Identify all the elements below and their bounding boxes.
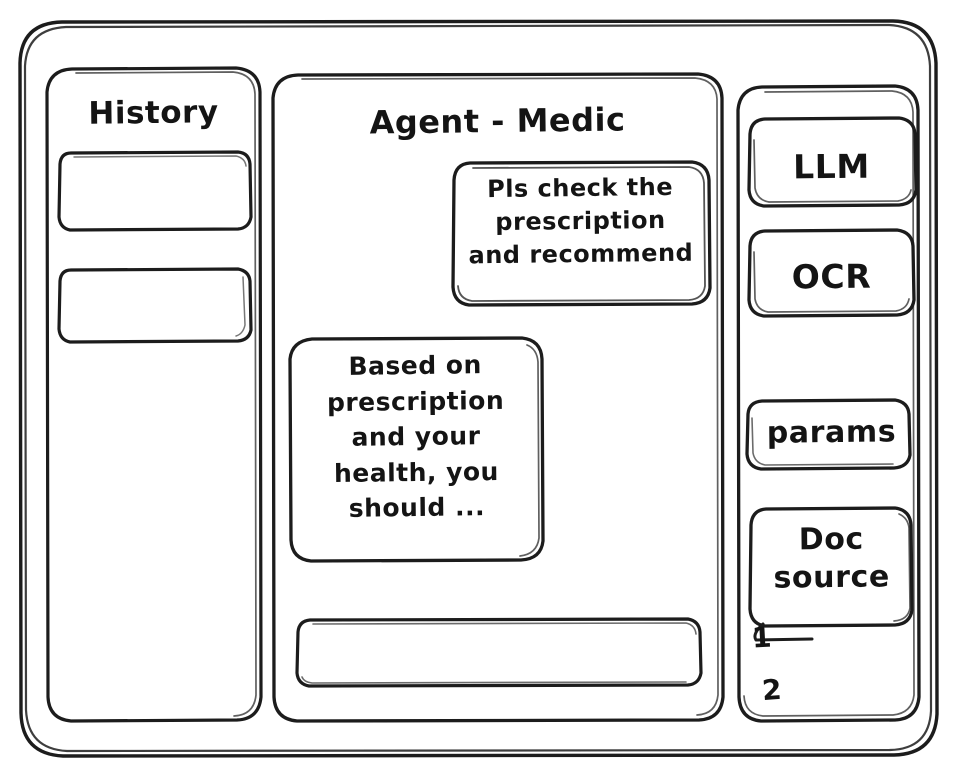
- doc-source-list-item[interactable]: 2: [760, 672, 783, 708]
- message-composer-input[interactable]: [297, 619, 700, 686]
- tool-button-llm-label: LLM: [792, 146, 871, 187]
- history-item[interactable]: [60, 269, 248, 341]
- user-message-text: Pls check the prescription and recommend: [468, 172, 694, 270]
- tool-button-params-label: params: [766, 414, 897, 451]
- assistant-message-text: Based on prescription and your health, y…: [326, 350, 505, 523]
- tool-button-doc-source-label: Doc source: [773, 521, 891, 596]
- history-item[interactable]: [60, 152, 248, 229]
- doc-source-list-item[interactable]: 1: [751, 620, 773, 655]
- history-panel-title: History: [88, 94, 219, 132]
- agent-title: Agent - Medic: [369, 100, 626, 142]
- tool-button-ocr-label: OCR: [791, 256, 872, 297]
